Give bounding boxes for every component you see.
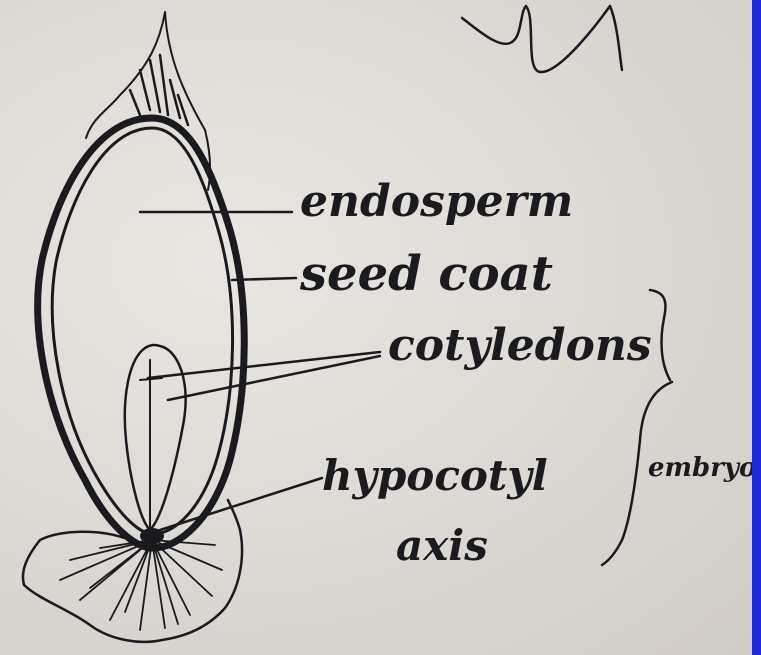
cotyledons-brace bbox=[650, 290, 670, 380]
label-seed-coat: seed coat bbox=[299, 246, 553, 302]
cotyledons-leader-1 bbox=[148, 352, 380, 378]
seed-coat-outer bbox=[38, 118, 245, 548]
hypocotyl-leader bbox=[160, 478, 322, 530]
seed-tip-striations bbox=[130, 55, 188, 125]
label-embryo: embryo. bbox=[648, 453, 752, 483]
label-endosperm: endosperm bbox=[300, 176, 573, 227]
screen-edge-strip bbox=[752, 0, 761, 655]
top-scribble bbox=[462, 6, 622, 72]
label-cotyledons: cotyledons bbox=[388, 320, 652, 371]
label-hypocotyl: hypocotyl bbox=[322, 451, 548, 500]
cotyledons-leader-2 bbox=[168, 356, 380, 400]
root-hairs bbox=[60, 540, 222, 630]
label-axis: axis bbox=[396, 521, 488, 570]
basal-husk bbox=[23, 500, 242, 642]
cotyledon bbox=[125, 345, 186, 530]
